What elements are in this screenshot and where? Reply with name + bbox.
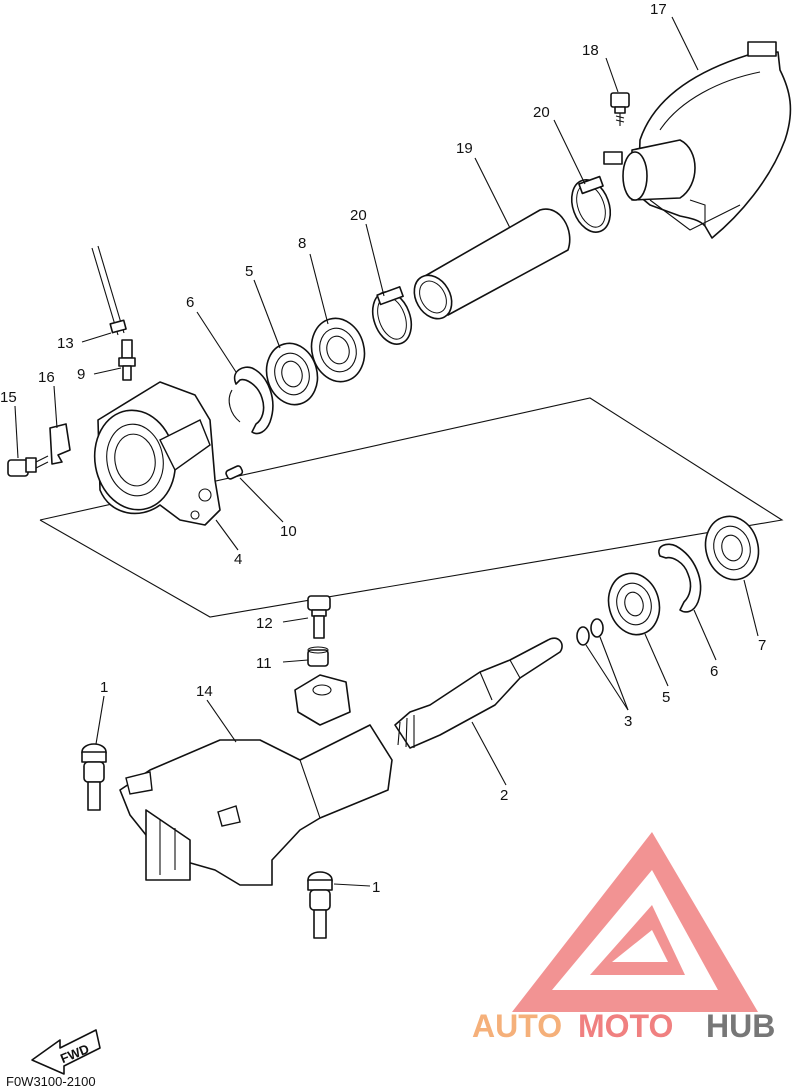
callout-9: 9 <box>77 366 85 383</box>
part-17-nozzle-housing <box>603 41 792 239</box>
callout-19: 19 <box>456 140 473 157</box>
callout-18: 18 <box>582 42 599 59</box>
part-20-clamp-lower <box>371 286 413 345</box>
callout-10: 10 <box>280 523 297 540</box>
part-9-fitting <box>118 339 136 381</box>
part-16-plate <box>49 423 71 465</box>
part-14-shaft-housing <box>119 674 393 886</box>
part-1-bolt-left <box>81 743 107 811</box>
callout-16: 16 <box>38 369 55 386</box>
callout-2: 2 <box>500 787 508 804</box>
callout-12: 12 <box>256 615 273 632</box>
part-8-bearing <box>310 317 366 383</box>
callout-4: 4 <box>234 551 242 568</box>
callout-20-lower: 20 <box>350 207 367 224</box>
part-1-bolt-right <box>307 871 333 939</box>
fwd-label: FWD <box>58 1041 91 1066</box>
part-7-bearing <box>704 515 760 581</box>
callout-6-lower: 6 <box>710 663 718 680</box>
callout-8: 8 <box>298 235 306 252</box>
watermark-text-hub: HUB <box>706 1008 775 1044</box>
part-18-bolt <box>610 92 630 126</box>
part-11-collar <box>307 646 329 667</box>
callout-14: 14 <box>196 683 213 700</box>
diagram-code: F0W3100-2100 <box>6 1074 96 1089</box>
part-4-housing <box>93 381 221 526</box>
callout-1-right: 1 <box>372 879 380 896</box>
callout-3: 3 <box>624 713 632 730</box>
callout-6-upper: 6 <box>186 294 194 311</box>
part-15-bolt <box>7 455 49 477</box>
part-5-bearing-upper <box>265 342 319 406</box>
part-10-pin <box>225 465 244 480</box>
fwd-arrow-icon <box>31 1029 101 1075</box>
callout-7: 7 <box>758 637 766 654</box>
watermark-text-moto: MOTO <box>578 1008 673 1044</box>
callout-20-upper: 20 <box>533 104 550 121</box>
callout-5-lower: 5 <box>662 689 670 706</box>
leader-lines <box>14 16 759 887</box>
part-6-circlip-upper <box>228 366 274 435</box>
callout-5-upper: 5 <box>245 263 253 280</box>
part-2-drive-shaft <box>394 637 563 749</box>
subassembly-frame <box>39 397 784 618</box>
callout-labels: 17 18 20 19 20 8 5 6 13 9 16 15 10 4 7 6… <box>0 1 766 896</box>
part-3-o-rings <box>576 618 604 646</box>
callout-17: 17 <box>650 1 667 18</box>
part-12-bolt <box>307 595 331 639</box>
watermark-logo <box>512 832 758 1012</box>
callout-15: 15 <box>0 389 17 406</box>
part-6-circlip-lower <box>658 543 702 613</box>
callout-1-left: 1 <box>100 679 108 696</box>
callout-13: 13 <box>57 335 74 352</box>
part-19-hose <box>413 208 571 320</box>
part-20-clamp-upper <box>570 175 612 233</box>
callout-11: 11 <box>256 655 272 672</box>
watermark-text-auto: AUTO <box>472 1008 562 1044</box>
part-5-bearing-lower <box>607 572 661 636</box>
part-13-clip <box>91 245 127 336</box>
